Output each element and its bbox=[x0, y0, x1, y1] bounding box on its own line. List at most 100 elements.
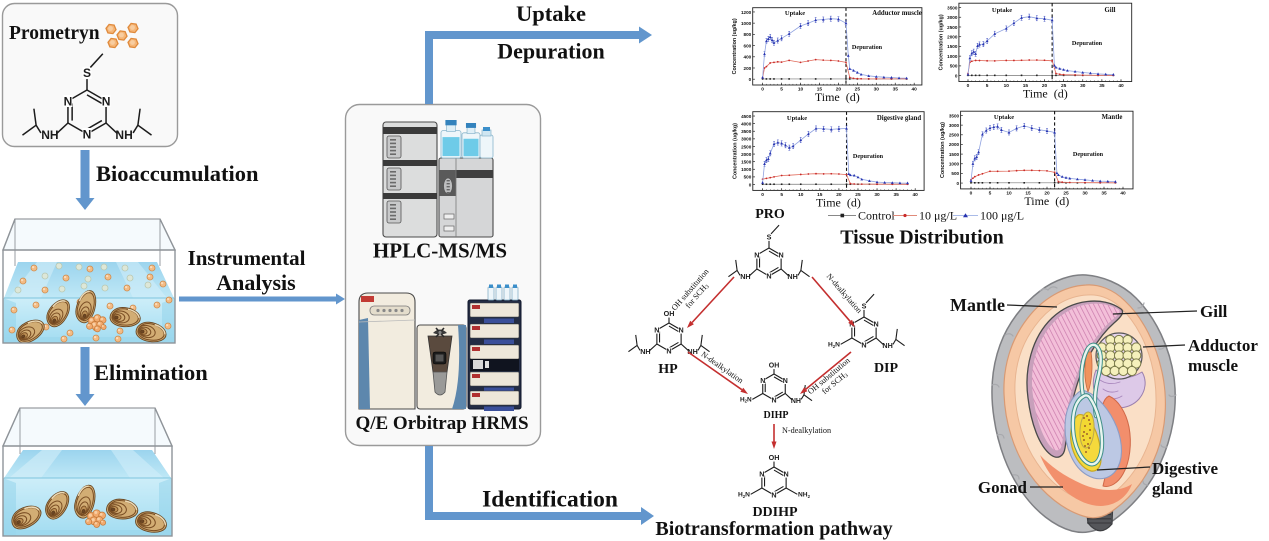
svg-text:Concentration (ug/kg): Concentration (ug/kg) bbox=[938, 14, 944, 70]
svg-text:N: N bbox=[64, 94, 73, 108]
svg-text:10: 10 bbox=[798, 87, 804, 93]
svg-text:20: 20 bbox=[836, 192, 842, 198]
svg-text:0: 0 bbox=[967, 83, 970, 89]
svg-text:40: 40 bbox=[1120, 191, 1126, 197]
svg-text:Gonad: Gonad bbox=[978, 478, 1028, 497]
svg-text:S: S bbox=[83, 66, 91, 80]
svg-text:N: N bbox=[779, 251, 784, 260]
svg-text:20: 20 bbox=[836, 87, 842, 93]
svg-text:3000: 3000 bbox=[949, 123, 960, 128]
svg-text:800: 800 bbox=[744, 32, 752, 37]
svg-text:10 μg/L: 10 μg/L bbox=[919, 209, 957, 223]
svg-text:3500: 3500 bbox=[949, 113, 960, 118]
svg-text:2500: 2500 bbox=[947, 25, 958, 30]
svg-text:3500: 3500 bbox=[741, 129, 752, 134]
svg-text:Time (d): Time (d) bbox=[816, 195, 861, 209]
svg-text:25: 25 bbox=[855, 192, 861, 198]
svg-text:15: 15 bbox=[817, 87, 823, 93]
svg-text:15: 15 bbox=[1025, 191, 1031, 197]
svg-text:HPLC-MS/MS: HPLC-MS/MS bbox=[373, 239, 507, 263]
svg-text:0: 0 bbox=[970, 191, 973, 197]
svg-text:30: 30 bbox=[1082, 191, 1088, 197]
svg-text:10: 10 bbox=[1006, 191, 1012, 197]
svg-text:HP: HP bbox=[658, 362, 678, 377]
svg-text:200: 200 bbox=[744, 66, 752, 71]
svg-text:10: 10 bbox=[1004, 83, 1010, 89]
svg-text:N: N bbox=[874, 320, 879, 329]
svg-text:Gill: Gill bbox=[1200, 302, 1228, 321]
svg-text:PRO: PRO bbox=[755, 207, 785, 222]
svg-text:Gill: Gill bbox=[1105, 7, 1116, 14]
svg-text:H2N: H2N bbox=[740, 396, 752, 403]
svg-text:1200: 1200 bbox=[741, 10, 752, 15]
svg-text:Depuration: Depuration bbox=[853, 153, 884, 160]
svg-text:Time (d): Time (d) bbox=[1024, 194, 1069, 208]
svg-text:3000: 3000 bbox=[947, 15, 958, 20]
svg-text:0: 0 bbox=[749, 77, 752, 82]
svg-text:NH2: NH2 bbox=[798, 491, 811, 498]
svg-text:5: 5 bbox=[989, 191, 992, 197]
svg-text:30: 30 bbox=[874, 87, 880, 93]
svg-text:5: 5 bbox=[986, 83, 989, 89]
svg-text:0: 0 bbox=[955, 73, 958, 78]
svg-text:Time (d): Time (d) bbox=[815, 90, 860, 104]
svg-text:Digestive: Digestive bbox=[1152, 459, 1219, 478]
svg-text:35: 35 bbox=[893, 192, 899, 198]
svg-text:Uptake: Uptake bbox=[785, 10, 805, 17]
svg-text:N: N bbox=[754, 251, 759, 260]
svg-text:5: 5 bbox=[780, 192, 783, 198]
svg-text:35: 35 bbox=[1099, 83, 1105, 89]
svg-text:Uptake: Uptake bbox=[994, 114, 1014, 121]
svg-text:30: 30 bbox=[874, 192, 880, 198]
svg-text:1000: 1000 bbox=[741, 21, 752, 26]
svg-text:Bioaccumulation: Bioaccumulation bbox=[96, 161, 259, 186]
svg-text:20: 20 bbox=[1044, 191, 1050, 197]
svg-text:20: 20 bbox=[1042, 83, 1048, 89]
svg-text:Depuration: Depuration bbox=[1072, 40, 1103, 47]
svg-text:5: 5 bbox=[780, 87, 783, 93]
svg-text:500: 500 bbox=[951, 171, 959, 176]
svg-text:OH: OH bbox=[769, 362, 780, 369]
svg-text:Tissue Distribution: Tissue Distribution bbox=[840, 227, 1004, 249]
svg-text:100 μg/L: 100 μg/L bbox=[980, 209, 1024, 223]
svg-text:N: N bbox=[759, 470, 764, 479]
svg-text:2000: 2000 bbox=[947, 35, 958, 40]
svg-text:Control: Control bbox=[858, 209, 895, 223]
svg-text:Depuration: Depuration bbox=[852, 44, 883, 51]
svg-text:Uptake: Uptake bbox=[992, 7, 1012, 14]
svg-text:N: N bbox=[783, 378, 788, 385]
svg-text:muscle: muscle bbox=[1188, 356, 1239, 375]
svg-text:0: 0 bbox=[749, 182, 752, 187]
svg-text:15: 15 bbox=[1023, 83, 1029, 89]
svg-text:1500: 1500 bbox=[741, 159, 752, 164]
svg-text:25: 25 bbox=[1061, 83, 1067, 89]
svg-text:Uptake: Uptake bbox=[516, 1, 586, 26]
svg-text:NH: NH bbox=[787, 272, 797, 281]
svg-text:S: S bbox=[862, 302, 867, 311]
svg-text:1000: 1000 bbox=[947, 54, 958, 59]
svg-text:1000: 1000 bbox=[949, 162, 960, 167]
svg-text:Time (d): Time (d) bbox=[1023, 87, 1068, 101]
svg-text:600: 600 bbox=[744, 43, 752, 48]
svg-text:500: 500 bbox=[744, 175, 752, 180]
svg-text:2000: 2000 bbox=[741, 152, 752, 157]
svg-text:N: N bbox=[654, 326, 659, 335]
svg-text:N: N bbox=[102, 94, 111, 108]
svg-text:DIP: DIP bbox=[874, 361, 899, 376]
svg-text:2000: 2000 bbox=[949, 142, 960, 147]
svg-text:N: N bbox=[771, 398, 776, 405]
svg-text:Depuration: Depuration bbox=[1073, 151, 1104, 158]
svg-text:S: S bbox=[767, 233, 772, 242]
svg-text:Depuration: Depuration bbox=[497, 39, 605, 64]
svg-text:Mantle: Mantle bbox=[1102, 114, 1123, 121]
svg-text:H2N: H2N bbox=[828, 341, 840, 348]
svg-text:gland: gland bbox=[1152, 479, 1193, 498]
svg-text:3500: 3500 bbox=[947, 5, 958, 10]
svg-text:25: 25 bbox=[855, 87, 861, 93]
svg-text:40: 40 bbox=[912, 87, 918, 93]
svg-text:N: N bbox=[760, 378, 765, 385]
svg-text:NH: NH bbox=[882, 341, 892, 350]
svg-text:40: 40 bbox=[913, 192, 919, 198]
svg-text:Adductor muscle: Adductor muscle bbox=[872, 10, 922, 17]
svg-text:10: 10 bbox=[798, 192, 804, 198]
